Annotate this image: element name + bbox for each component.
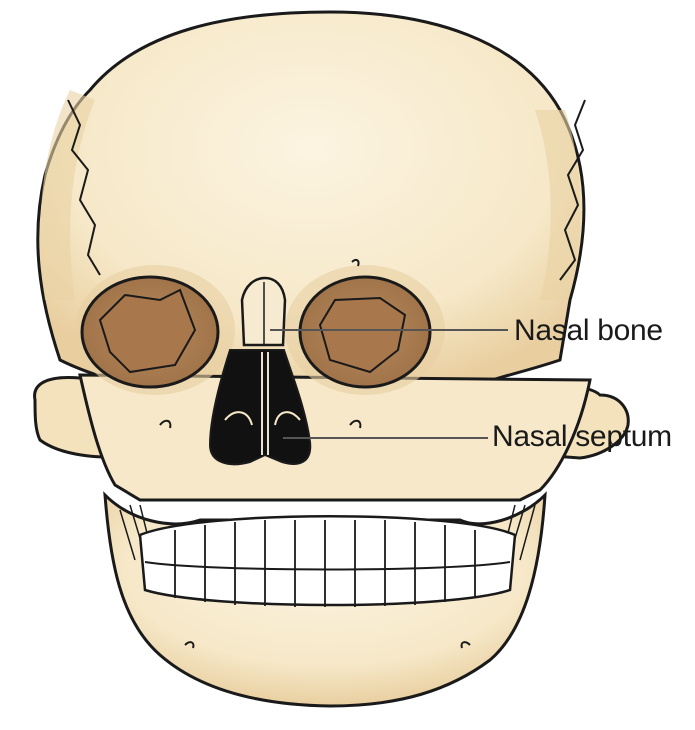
teeth xyxy=(140,516,515,607)
nasal-septum-label: Nasal septum xyxy=(492,420,672,454)
nasal-bone-label: Nasal bone xyxy=(514,314,663,348)
orbit-left xyxy=(75,265,235,395)
